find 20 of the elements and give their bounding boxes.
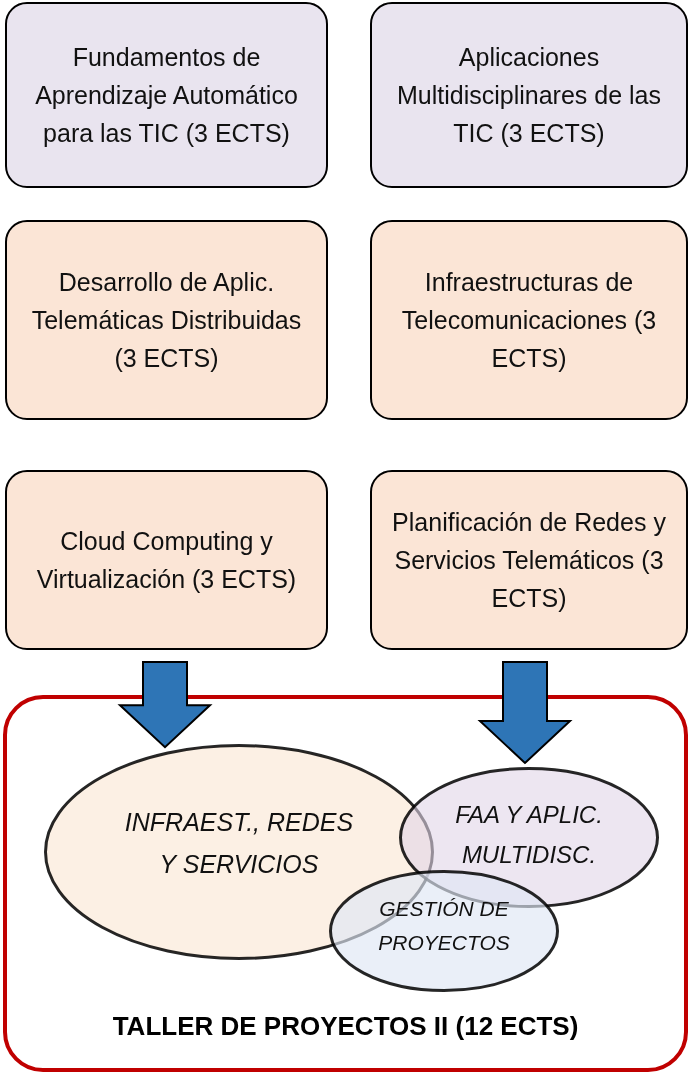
topic-ellipse: [329, 870, 559, 992]
course-box: [370, 220, 688, 420]
course-box: [5, 2, 328, 188]
course-title: Desarrollo de Aplic. Telemáticas Distribuidas (3 ECTS): [30, 267, 303, 374]
block-arrow: [477, 661, 573, 765]
topic-label: GESTIÓN DE PROYECTOS: [377, 896, 511, 956]
workshop-frame: [3, 695, 688, 1072]
course-title: Planificación de Redes y Servicios Telemáticos (3 ECTS): [391, 507, 667, 614]
course-box: [5, 220, 328, 420]
course-title: Fundamentos de Aprendizaje Automático para las TIC (3 ECTS): [34, 42, 299, 149]
course-box: [5, 470, 328, 650]
topic-label: FAA Y APLIC. MULTIDISC.: [454, 799, 604, 870]
course-box: [370, 470, 688, 650]
course-title: Cloud Computing y Virtualización (3 ECTS): [35, 526, 298, 595]
course-box: [370, 2, 688, 188]
workshop-title: TALLER DE PROYECTOS II (12 ECTS): [111, 1010, 580, 1043]
topic-label: INFRAEST., REDES Y SERVICIOS: [123, 807, 355, 880]
course-title: Aplicaciones Multidisciplinares de las TIC (3 ECTS): [396, 42, 662, 149]
block-arrow: [117, 661, 213, 749]
course-title: Infraestructuras de Telecomunicaciones (3 ECTS): [400, 267, 658, 374]
